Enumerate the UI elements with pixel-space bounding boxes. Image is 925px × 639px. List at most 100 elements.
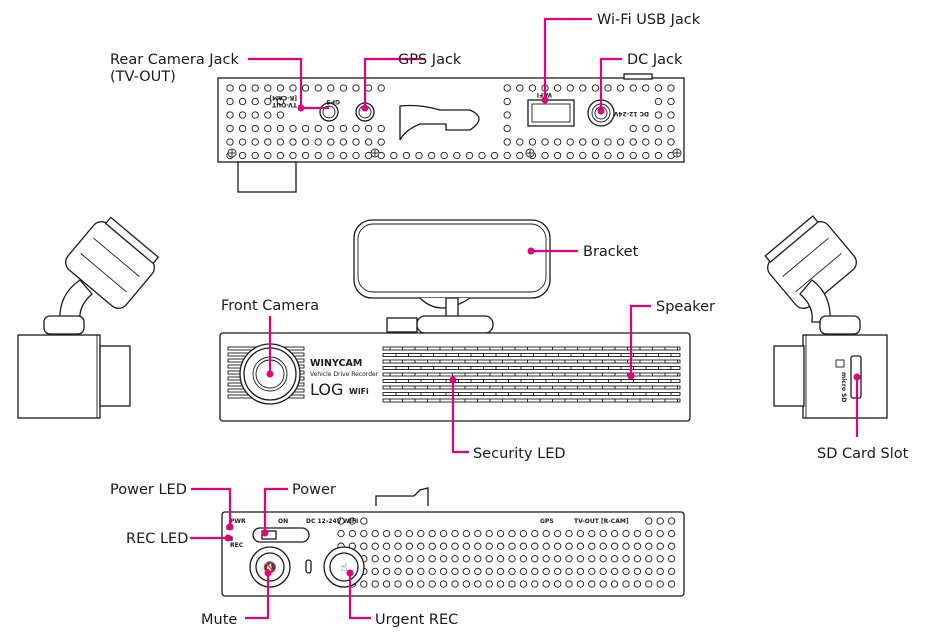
vent-hole xyxy=(439,529,448,538)
vent-hole xyxy=(667,124,675,133)
marking-rec: REC xyxy=(230,542,244,549)
vent-hole xyxy=(519,580,528,588)
vent-hole xyxy=(616,138,625,146)
vent-hole xyxy=(553,555,562,563)
vent-hole xyxy=(301,124,310,133)
vent-hole xyxy=(616,84,625,92)
speaker-grille xyxy=(382,346,681,403)
vent-hole xyxy=(337,529,345,538)
vent-hole xyxy=(348,517,357,525)
vent-hole xyxy=(264,84,272,92)
marking-gps: GPS xyxy=(326,98,340,105)
vent-hole xyxy=(474,529,482,538)
vent-hole xyxy=(565,567,573,576)
vent-hole xyxy=(301,84,310,92)
vent-hole xyxy=(360,542,368,550)
vent-hole xyxy=(610,580,619,588)
vent-hole xyxy=(531,580,539,588)
vent-hole xyxy=(519,542,528,550)
left-mount-arm xyxy=(59,279,93,323)
vent-hole xyxy=(371,542,379,550)
vent-hole xyxy=(251,124,259,133)
vent-hole xyxy=(226,111,234,119)
vent-hole xyxy=(462,580,471,588)
label-security-led: Security LED xyxy=(473,446,566,462)
vent-hole xyxy=(465,151,474,160)
vent-hole xyxy=(642,124,650,133)
vent-hole xyxy=(633,567,642,576)
vent-hole xyxy=(337,517,345,525)
power-switch[interactable] xyxy=(261,530,277,540)
vent-hole xyxy=(402,151,411,160)
vent-hole xyxy=(645,567,653,576)
right-mount-arm xyxy=(799,279,831,323)
vent-hole xyxy=(629,151,637,160)
left-suction-mount xyxy=(65,216,160,309)
vent-hole xyxy=(604,151,612,160)
vent-hole xyxy=(314,151,322,160)
vent-hole xyxy=(276,151,285,160)
vent-hole xyxy=(314,124,322,133)
vent-hole xyxy=(428,555,436,563)
vent-holes xyxy=(226,84,675,160)
vent-hole xyxy=(656,529,664,538)
vent-hole xyxy=(503,151,511,160)
label-wifi-usb-jack: Wi-Fi USB Jack xyxy=(597,12,701,28)
vent-hole xyxy=(360,517,368,525)
vent-hole xyxy=(474,567,482,576)
marking-on: ON xyxy=(278,518,288,525)
vent-hole xyxy=(622,567,630,576)
label-gps-jack: GPS Jack xyxy=(398,52,462,68)
vent-hole xyxy=(656,580,664,588)
vent-hole xyxy=(531,529,539,538)
vent-hole xyxy=(576,580,585,588)
vent-hole xyxy=(496,580,505,588)
speaker-slot xyxy=(382,346,681,351)
mute-button[interactable]: 🔇 xyxy=(249,546,291,588)
vent-hole xyxy=(440,151,448,160)
leader-rear-camera-jack xyxy=(248,57,329,110)
vent-hole xyxy=(352,84,360,92)
vent-hole xyxy=(496,542,505,550)
vent-hole xyxy=(485,580,493,588)
vent-hole xyxy=(531,555,539,563)
vent-hole xyxy=(238,151,247,160)
vent-hole xyxy=(667,138,675,146)
vent-hole xyxy=(565,580,573,588)
antenna xyxy=(375,487,429,506)
label-dc-jack: DC Jack xyxy=(627,52,683,68)
speaker-slot xyxy=(382,359,681,364)
vent-hole xyxy=(542,580,550,588)
left-side-view xyxy=(17,216,160,419)
hand-press-icon: ☝ xyxy=(341,561,348,574)
rear-panel-mount xyxy=(237,161,297,193)
urgent-rec-button[interactable]: ☝ xyxy=(323,546,365,588)
vent-hole xyxy=(654,97,663,106)
leader-gps-jack xyxy=(363,57,425,108)
dot-bracket xyxy=(527,247,535,255)
vent-hole xyxy=(667,567,676,576)
vent-hole xyxy=(439,555,448,563)
vent-hole xyxy=(588,555,596,563)
vent-hole xyxy=(485,567,493,576)
vent-hole xyxy=(314,138,322,146)
vent-hole xyxy=(417,529,425,538)
speaker-slot xyxy=(382,392,681,396)
label-rec-led: REC LED xyxy=(126,531,188,547)
vent-hole xyxy=(301,151,310,160)
vent-hole xyxy=(405,567,414,576)
vent-hole xyxy=(566,151,574,160)
label-power: Power xyxy=(292,482,336,498)
vent-hole xyxy=(360,529,368,538)
vent-hole xyxy=(462,529,471,538)
vent-hole xyxy=(382,542,391,550)
vent-hole xyxy=(264,124,272,133)
vent-hole xyxy=(588,542,596,550)
right-mount-joint xyxy=(819,315,861,335)
vent-hole xyxy=(405,529,414,538)
vent-hole xyxy=(622,555,630,563)
brand-subtitle: Vehicle Drive Recorder xyxy=(310,371,379,378)
vent-hole xyxy=(667,555,676,563)
vent-hole xyxy=(352,151,360,160)
vent-hole xyxy=(654,151,663,160)
